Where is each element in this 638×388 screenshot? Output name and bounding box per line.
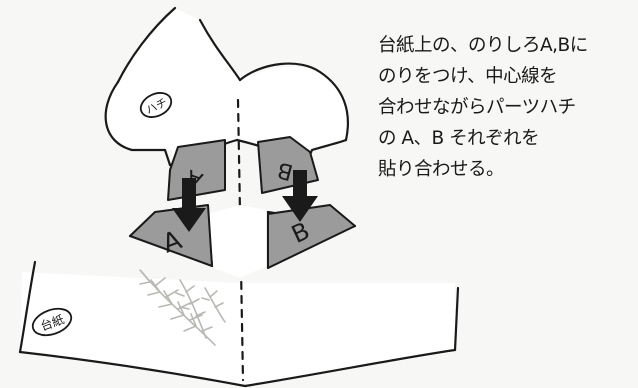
- bee-label-badge: ハチ: [139, 92, 173, 118]
- instruction-line: のりをつけ、中心線を: [378, 66, 558, 87]
- base-paper-sheet: [18, 260, 460, 388]
- instruction-text: 台紙上の、のりしろA,Bに のりをつけ、中心線を 合わせながらパーツハチ の A…: [378, 30, 633, 185]
- arrow-down-a: [172, 178, 206, 232]
- instruction-line: 貼り合わせる。: [378, 159, 505, 180]
- base-tab-b: [267, 204, 356, 269]
- arrow-down-b: [282, 170, 318, 222]
- base-paper-label-badge: 台紙: [31, 307, 73, 337]
- plant-illustration: [139, 269, 226, 346]
- instruction-line: 台紙上の、のりしろA,Bに: [378, 35, 588, 56]
- instruction-line: 合わせながらパーツハチ: [378, 97, 576, 118]
- bee-tab-b-label: B: [275, 156, 296, 184]
- instruction-line: の A、B それぞれを: [378, 128, 540, 149]
- bee-part: [104, 6, 350, 167]
